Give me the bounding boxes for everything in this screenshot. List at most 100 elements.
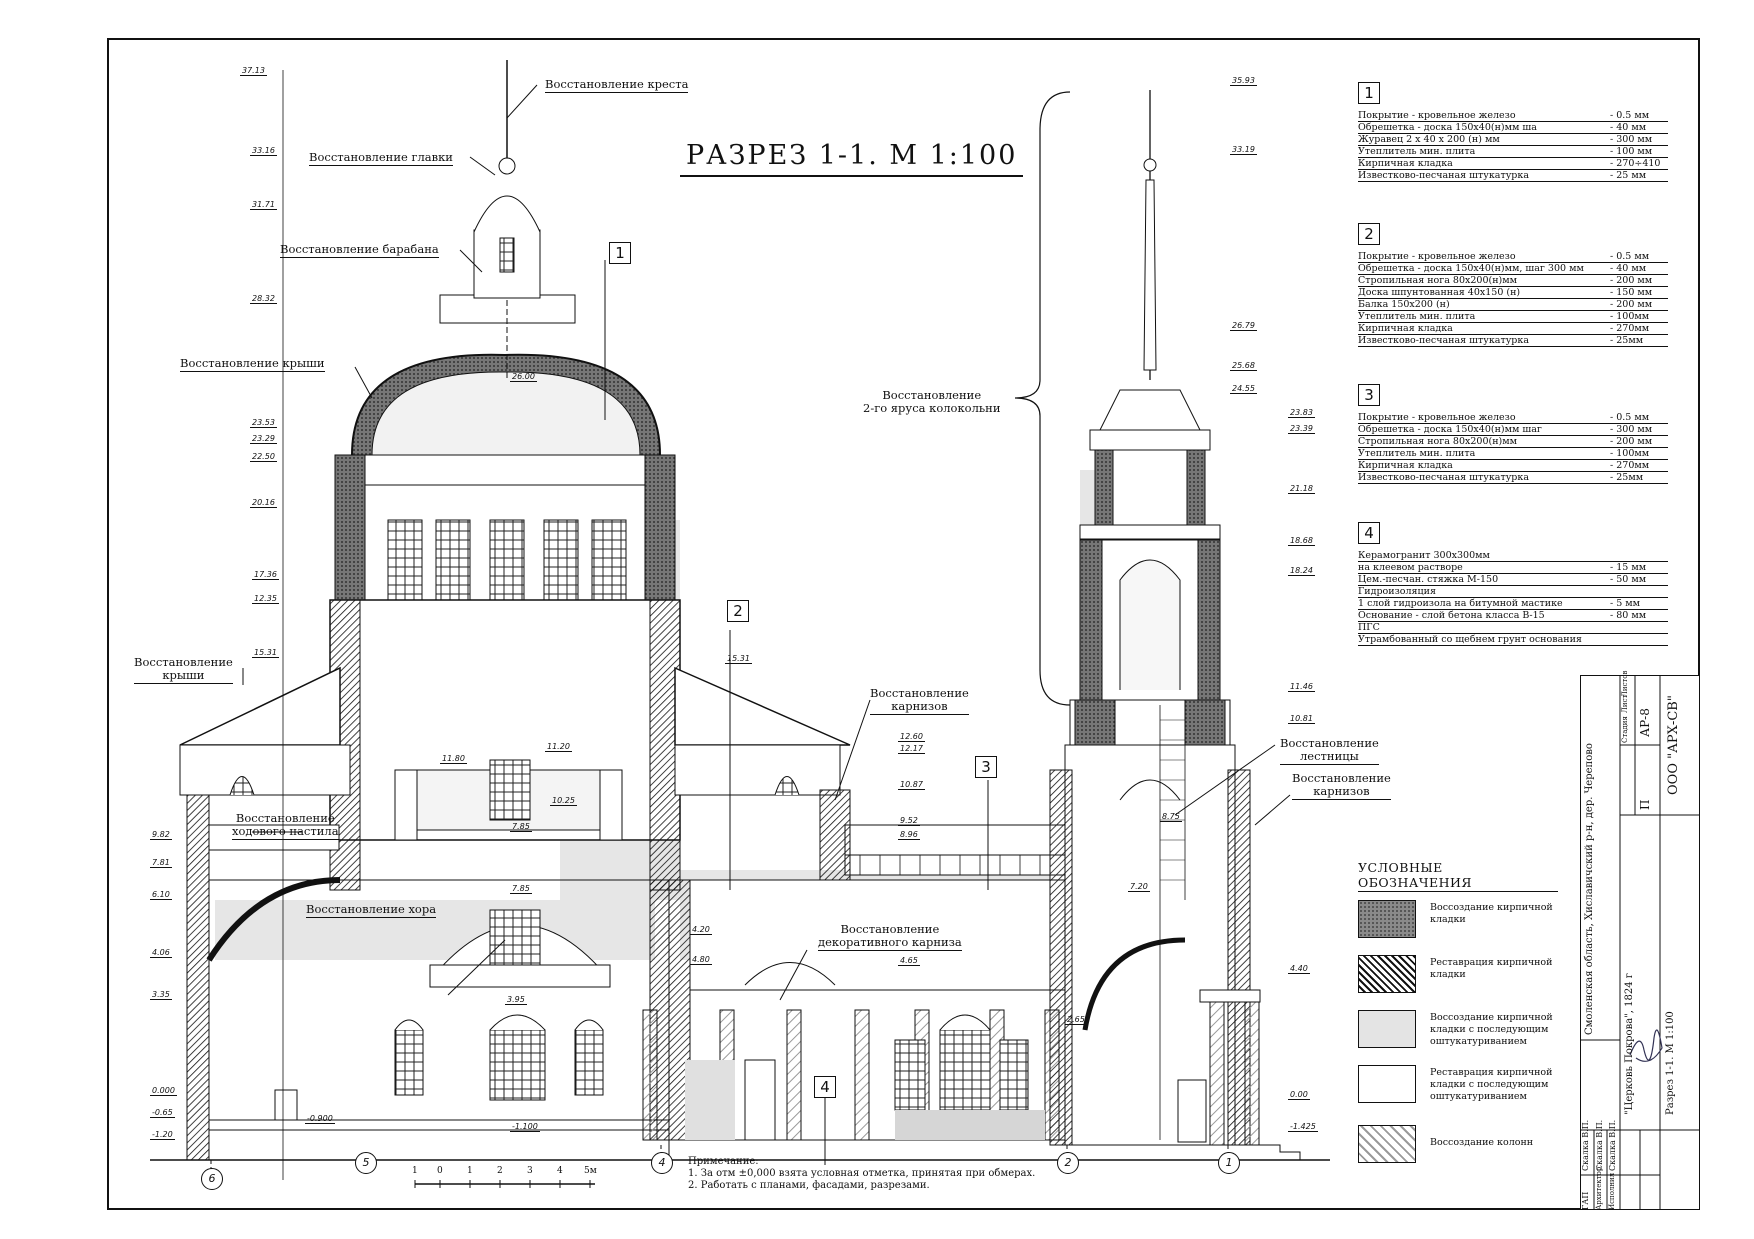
spec-row: Утрамбованный со щебнем грунт основания xyxy=(1358,634,1668,646)
label-roof-main: Восстановление крыши xyxy=(180,356,325,372)
elevation-mark: 3.35 xyxy=(150,990,172,1000)
elevation-mark: -0.65 xyxy=(150,1108,175,1118)
spec-row: Покрытие - кровельное железо- 0.5 мм xyxy=(1358,251,1668,263)
legend-title: УСЛОВНЫЕ ОБОЗНАЧЕНИЯ xyxy=(1358,860,1558,892)
elevation-mark: 11.20 xyxy=(545,742,572,752)
axis-2: 2 xyxy=(1057,1152,1079,1174)
elevation-mark: 12.35 xyxy=(252,594,279,604)
title-block-grid xyxy=(1580,675,1700,1210)
elevation-mark: 33.16 xyxy=(250,146,277,156)
label-baraban: Восстановление барабана xyxy=(280,242,439,258)
elevation-mark: 8.96 xyxy=(898,830,920,840)
elevation-mark: 7.85 xyxy=(510,884,532,894)
swatch-new-brick xyxy=(1358,900,1416,938)
sheet-title: Разрез 1-1. М 1:100 xyxy=(1665,1011,1676,1115)
swatch-new-columns xyxy=(1358,1125,1416,1163)
elevation-mark: 31.71 xyxy=(250,200,277,210)
scale-bar-graphic xyxy=(414,1180,595,1188)
elevation-mark: 26.00 xyxy=(510,372,537,382)
axis-1: 1 xyxy=(1218,1152,1240,1174)
elevation-mark: 4.20 xyxy=(690,925,712,935)
sheet-code: АР-8 xyxy=(1638,708,1652,737)
elevation-mark: 33.19 xyxy=(1230,145,1257,155)
spec-row: на клеевом растворе- 15 мм xyxy=(1358,562,1668,574)
marker-2: 2 xyxy=(727,600,749,622)
elevation-mark: 7.20 xyxy=(1128,882,1150,892)
elevation-mark: 6.10 xyxy=(150,890,172,900)
spec-number: 1 xyxy=(1358,82,1380,104)
elevation-mark: 4.06 xyxy=(150,948,172,958)
name-gap: Скалка В.П. xyxy=(1581,1119,1590,1171)
label-glavka: Восстановление главки xyxy=(309,150,453,166)
spec-row: Кирпичная кладка- 270мм xyxy=(1358,323,1668,335)
spec-block-4: 4 Керамогранит 300х300мм на клеевом раст… xyxy=(1358,522,1668,646)
elevation-mark: 10.25 xyxy=(550,796,577,806)
elevation-mark: 4.80 xyxy=(690,955,712,965)
elevation-mark: 25.68 xyxy=(1230,361,1257,371)
elevation-mark: 35.93 xyxy=(1230,76,1257,86)
spec-row: Стропильная нога 80х200(н)мм- 200 мм xyxy=(1358,275,1668,287)
elevation-mark: 21.18 xyxy=(1288,484,1315,494)
org-name: ООО "АРХ-СВ" xyxy=(1666,695,1681,795)
drawing-title: РАЗРЕЗ 1-1. М 1:100 xyxy=(680,140,1024,177)
elevation-mark: 18.24 xyxy=(1288,566,1315,576)
elevation-mark: -1.100 xyxy=(510,1122,540,1132)
spec-row: Известково-песчаная штукатурка- 25мм xyxy=(1358,335,1668,347)
elevation-mark: 7.85 xyxy=(510,822,532,832)
spec-row: Доска шпунтованная 40х150 (н)- 150 мм xyxy=(1358,287,1668,299)
elevation-mark: 11.80 xyxy=(440,754,467,764)
elevation-mark: 4.65 xyxy=(898,956,920,966)
elevation-mark: 22.50 xyxy=(250,452,277,462)
role-gap: ГАП xyxy=(1581,1191,1590,1210)
elevation-mark: 24.55 xyxy=(1230,384,1257,394)
spec-row: Балка 150х200 (н)- 200 мм xyxy=(1358,299,1668,311)
elevation-mark: 18.68 xyxy=(1288,536,1315,546)
label-cross: Восстановление креста xyxy=(545,77,689,93)
elevation-mark: 3.95 xyxy=(505,995,527,1005)
elevation-mark: 8.75 xyxy=(1160,812,1182,822)
spec-block-2: 2 Покрытие - кровельное железо- 0.5 мм О… xyxy=(1358,223,1668,347)
marker-4: 4 xyxy=(814,1076,836,1098)
spec-row: ПГС xyxy=(1358,622,1668,634)
axis-5: 5 xyxy=(355,1152,377,1174)
elevation-mark: 26.79 xyxy=(1230,321,1257,331)
swatch-new-brick-plaster xyxy=(1358,1010,1416,1048)
spec-row: Покрытие - кровельное железо- 0.5 мм xyxy=(1358,412,1668,424)
spec-row: Кирпичная кладка- 270мм xyxy=(1358,460,1668,472)
spec-row: Обрешетка - доска 150х40(н)мм шаг- 300 м… xyxy=(1358,424,1668,436)
elevation-mark: 12.17 xyxy=(898,744,925,754)
elevation-mark: 15.31 xyxy=(252,648,279,658)
scale-bar: 1 0 1 2 3 4 5м xyxy=(410,1166,610,1196)
elevation-mark: 12.60 xyxy=(898,732,925,742)
swatch-restore-brick xyxy=(1358,955,1416,993)
swatch-restore-brick-plaster xyxy=(1358,1065,1416,1103)
stage-value: П xyxy=(1638,799,1652,810)
spec-row: Стропильная нога 80х200(н)мм- 200 мм xyxy=(1358,436,1668,448)
drawing-frame xyxy=(107,38,1700,1210)
legend-item: Реставрация кирпичной кладки xyxy=(1358,955,1588,995)
label-choir: Восстановление хора xyxy=(306,902,437,918)
axis-6: 6 xyxy=(201,1168,223,1190)
spec-row: Обрешетка - доска 150х40(н)мм ша- 40 мм xyxy=(1358,122,1668,134)
spec-block-3: 3 Покрытие - кровельное железо- 0.5 мм О… xyxy=(1358,384,1668,484)
elevation-mark: 10.81 xyxy=(1288,714,1315,724)
elevation-mark: 15.31 xyxy=(725,654,752,664)
elevation-mark: -1.425 xyxy=(1288,1122,1318,1132)
spec-row: Обрешетка - доска 150х40(н)мм, шаг 300 м… xyxy=(1358,263,1668,275)
spec-row: Журавец 2 х 40 х 200 (н) мм- 300 мм xyxy=(1358,134,1668,146)
sheets-header: Листов xyxy=(1621,670,1629,697)
spec-row: Известково-песчаная штукатурка- 25мм xyxy=(1358,472,1668,484)
legend-item: Воссоздание кирпичной кладки с последующ… xyxy=(1358,1010,1588,1050)
spec-row: Утеплитель мин. плита- 100 мм xyxy=(1358,146,1668,158)
legend: УСЛОВНЫЕ ОБОЗНАЧЕНИЯ Воссоздание кирпичн… xyxy=(1358,860,1558,1163)
elevation-mark: 0.000 xyxy=(150,1086,177,1096)
notes: Примечание: 1. За отм ±0,000 взята услов… xyxy=(688,1156,1036,1191)
spec-row: Керамогранит 300х300мм xyxy=(1358,550,1668,562)
object-name: "Церковь Покрова", 1824 г xyxy=(1624,973,1635,1115)
title-block: Смоленская область, Хиславичский р-н, де… xyxy=(1580,671,1700,1210)
spec-row: Утеплитель мин. плита- 100мм xyxy=(1358,311,1668,323)
